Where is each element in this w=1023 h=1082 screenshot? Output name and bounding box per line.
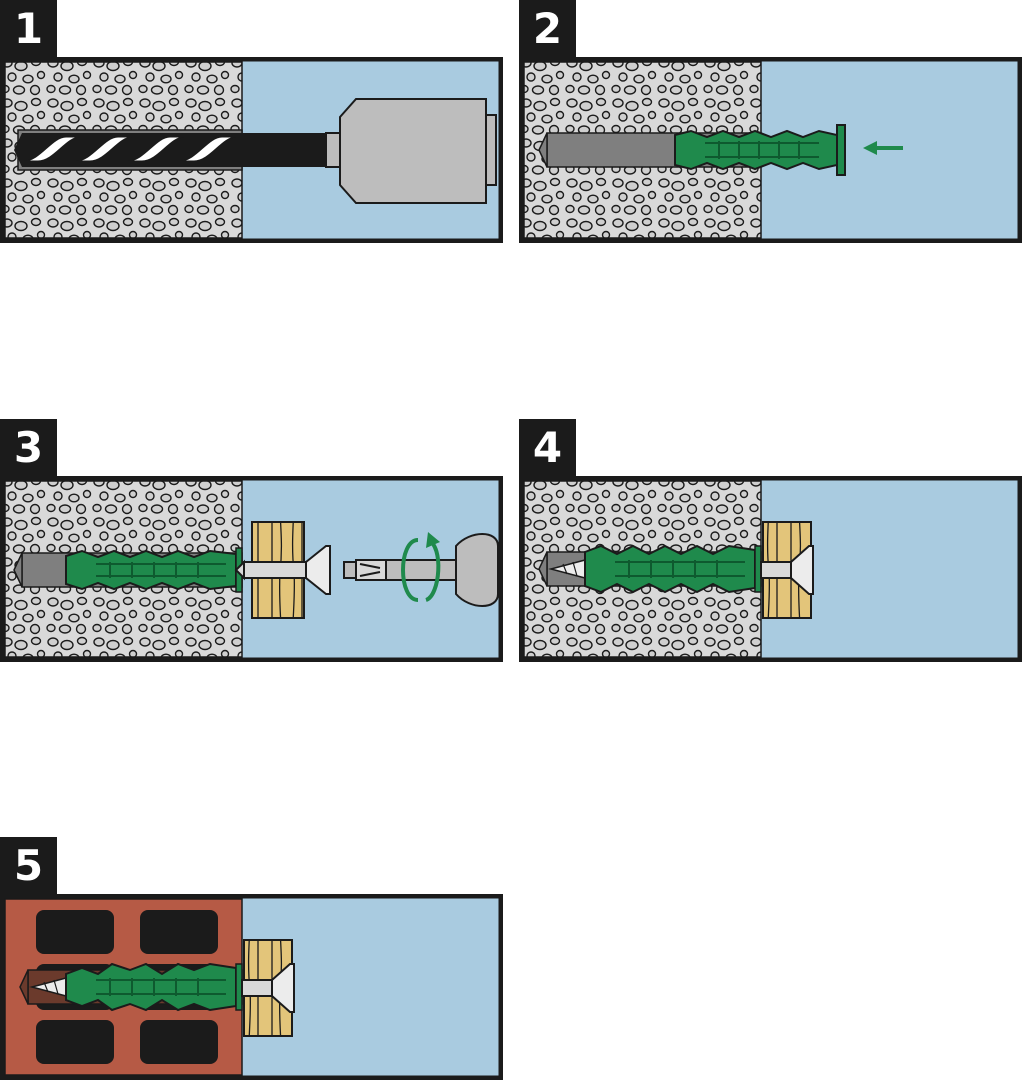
rotation-arrow-icon <box>401 532 441 602</box>
screw <box>234 545 331 595</box>
knotted-wall-plug <box>65 962 243 1012</box>
step-number-badge: 3 <box>0 419 57 476</box>
plug-insertion-illustration <box>519 57 1022 243</box>
screw-head <box>760 545 814 595</box>
step-number-badge: 5 <box>0 837 57 894</box>
step-panel-1: 1 <box>0 0 503 245</box>
wall-plug <box>65 547 243 593</box>
fixed-in-concrete-illustration <box>519 476 1022 662</box>
drill-bit <box>14 133 332 167</box>
step-number-badge: 1 <box>0 0 57 57</box>
screw-driving-illustration <box>0 476 503 662</box>
drill-chuck <box>325 98 497 204</box>
wall-plug <box>674 124 846 176</box>
fixed-in-hollow-brick-illustration <box>0 894 503 1080</box>
step-number-badge: 4 <box>519 419 576 476</box>
step-panel-2: 2 <box>519 0 1022 245</box>
step-number-badge: 2 <box>519 0 576 57</box>
push-arrow-icon <box>863 141 903 155</box>
step-panel-4: 4 <box>519 419 1022 664</box>
step-panel-5: 5 <box>0 837 503 1082</box>
expanded-wall-plug <box>584 544 762 594</box>
drilling-illustration <box>0 57 503 243</box>
screw-head <box>241 963 295 1013</box>
step-panel-3: 3 <box>0 419 503 664</box>
